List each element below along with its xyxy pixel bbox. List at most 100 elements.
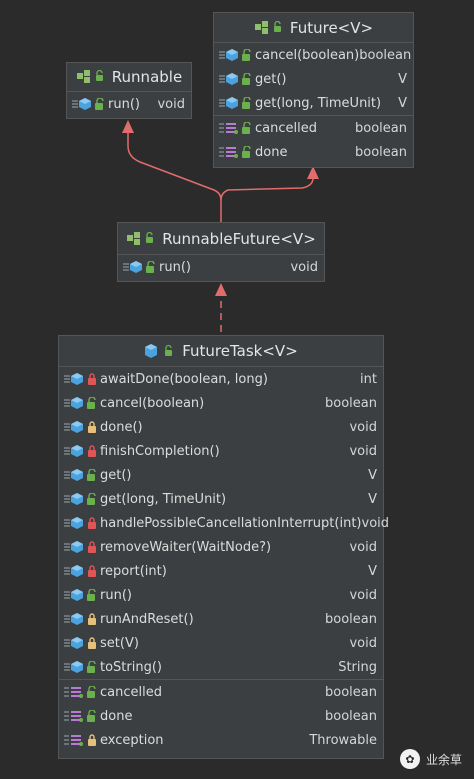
method-row[interactable]: get()V: [214, 67, 413, 91]
method-return-type: V: [398, 71, 407, 87]
method-row[interactable]: toString()String: [59, 655, 383, 679]
field-type: Throwable: [309, 732, 377, 748]
unlocked-padlock-icon: [86, 661, 98, 673]
method-name: cancel(boolean): [255, 47, 360, 63]
method-name: toString(): [100, 659, 162, 675]
method-icon: [72, 97, 108, 111]
method-icon: [64, 396, 100, 410]
methods-section: run()void: [118, 255, 324, 279]
class-futuretask[interactable]: FutureTask<V> awaitDone(boolean, long)in…: [58, 335, 389, 759]
method-name: get(long, TimeUnit): [100, 491, 227, 507]
unlocked-padlock-icon: [241, 73, 253, 85]
method-icon: [219, 72, 255, 86]
methods-section: run()void: [67, 92, 191, 116]
method-return-type: V: [398, 95, 407, 111]
interface-icon: [254, 20, 284, 35]
method-return-type: boolean: [325, 395, 377, 411]
red-padlock-icon: [86, 541, 98, 553]
unlocked-padlock-icon: [241, 146, 253, 158]
interface-icon: [76, 70, 106, 84]
unlocked-padlock-icon: [86, 589, 98, 601]
method-name: report(int): [100, 563, 167, 579]
method-return-type: V: [368, 467, 377, 483]
method-row[interactable]: awaitDone(boolean, long)int: [59, 367, 383, 391]
method-icon: [64, 420, 100, 434]
class-icon: [144, 343, 176, 359]
unlocked-padlock-icon: [86, 469, 98, 481]
class-header: Future<V>: [214, 13, 413, 43]
method-row[interactable]: runAndReset()boolean: [59, 607, 383, 631]
method-return-type: void: [349, 635, 377, 651]
runnablefuture-arrowhead: [215, 283, 227, 296]
method-row[interactable]: cancel(boolean) boolean: [59, 391, 383, 415]
method-name: set(V): [100, 635, 139, 651]
field-type: boolean: [355, 120, 407, 136]
method-row[interactable]: get(long, TimeUnit)V: [214, 91, 413, 115]
method-icon: [64, 612, 100, 626]
method-icon: [219, 48, 255, 62]
method-row[interactable]: run()void: [59, 583, 383, 607]
yellow-padlock-icon: [86, 613, 98, 625]
class-title: RunnableFuture<V>: [162, 229, 316, 248]
method-return-type: V: [368, 491, 377, 507]
runnablefuture-extends-runnable-line: [127, 128, 222, 222]
method-icon: [64, 564, 100, 578]
method-icon: [64, 636, 100, 650]
method-row[interactable]: handlePossibleCancellationInterrupt(int)…: [59, 511, 389, 535]
method-row[interactable]: report(int) V: [59, 559, 383, 583]
field-name: exception: [100, 732, 164, 748]
class-runnable[interactable]: Runnable run()void: [66, 62, 192, 119]
field-name: done: [100, 708, 133, 724]
class-runnablefuture[interactable]: RunnableFuture<V> run()void: [117, 222, 325, 282]
field-row[interactable]: cancelled boolean: [214, 116, 413, 140]
method-name: removeWaiter(WaitNode?): [100, 539, 272, 555]
method-icon: [64, 516, 100, 530]
field-name: done: [255, 144, 288, 160]
field-name: cancelled: [255, 120, 317, 136]
method-return-type: void: [349, 587, 377, 603]
unlocked-padlock-icon: [241, 49, 253, 61]
unlocked-padlock-icon: [145, 261, 157, 273]
method-name: done(): [100, 419, 143, 435]
method-icon: [64, 540, 100, 554]
field-row[interactable]: exception Throwable: [59, 728, 383, 752]
class-header: FutureTask<V>: [59, 336, 383, 367]
method-return-type: void: [361, 515, 390, 531]
method-row[interactable]: run()void: [67, 92, 191, 116]
unlocked-padlock-icon: [86, 493, 98, 505]
yellow-padlock-icon: [86, 421, 98, 433]
method-row[interactable]: done()void: [59, 415, 383, 439]
class-header: Runnable: [67, 63, 191, 92]
method-row[interactable]: cancel(boolean)boolean: [214, 43, 413, 67]
method-name: handlePossibleCancellationInterrupt(int): [100, 515, 362, 531]
unlocked-padlock-icon: [241, 122, 253, 134]
property-icon: [64, 709, 100, 723]
method-row[interactable]: set(V) void: [59, 631, 383, 655]
property-icon: [64, 685, 100, 699]
method-row[interactable]: run()void: [118, 255, 324, 279]
watermark: ✿ 业余草: [399, 749, 462, 769]
method-icon: [123, 260, 159, 274]
method-return-type: int: [360, 371, 377, 387]
method-row[interactable]: get()V: [59, 463, 383, 487]
method-name: cancel(boolean): [100, 395, 205, 411]
runnable-arrowhead: [122, 120, 134, 133]
red-padlock-icon: [86, 445, 98, 457]
method-name: finishCompletion(): [100, 443, 220, 459]
method-row[interactable]: finishCompletion()void: [59, 439, 383, 463]
red-padlock-icon: [86, 565, 98, 577]
method-return-type: void: [157, 96, 185, 112]
method-return-type: void: [349, 539, 377, 555]
method-row[interactable]: get(long, TimeUnit) V: [59, 487, 383, 511]
method-row[interactable]: removeWaiter(WaitNode?) void: [59, 535, 383, 559]
red-padlock-icon: [86, 517, 98, 529]
method-return-type: V: [368, 563, 377, 579]
method-icon: [64, 372, 100, 386]
unlocked-padlock-icon: [94, 98, 106, 110]
